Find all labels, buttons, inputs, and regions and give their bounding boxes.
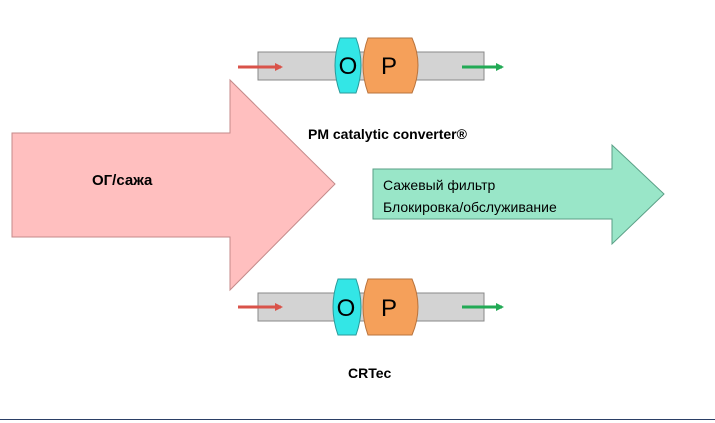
particulate-label: P — [381, 53, 397, 80]
crtec-device: O P CRTec — [238, 278, 504, 381]
particulate-filter-block — [362, 37, 419, 94]
oxidation-catalyst-block — [334, 37, 362, 94]
particulate-filter-block — [362, 278, 419, 336]
soot-filter-line2: Блокировка/обслуживание — [383, 199, 557, 215]
exhaust-soot-label: ОГ/сажа — [92, 172, 153, 189]
device-caption: PM catalytic converter® — [308, 126, 468, 142]
device-caption: CRTec — [348, 365, 392, 381]
particulate-label: P — [381, 295, 397, 322]
exhaust-soot-arrow: ОГ/сажа — [11, 78, 336, 292]
oxidation-catalyst-block — [332, 278, 362, 336]
soot-filter-arrow: Сажевый фильтр Блокировка/обслуживание — [372, 143, 665, 246]
oxidation-label: O — [339, 53, 358, 80]
pm-catalytic-converter-device: O P PM catalytic converter® — [238, 37, 504, 142]
oxidation-label: O — [337, 295, 356, 322]
soot-filter-line1: Сажевый фильтр — [383, 177, 496, 193]
bottom-divider — [0, 419, 715, 420]
